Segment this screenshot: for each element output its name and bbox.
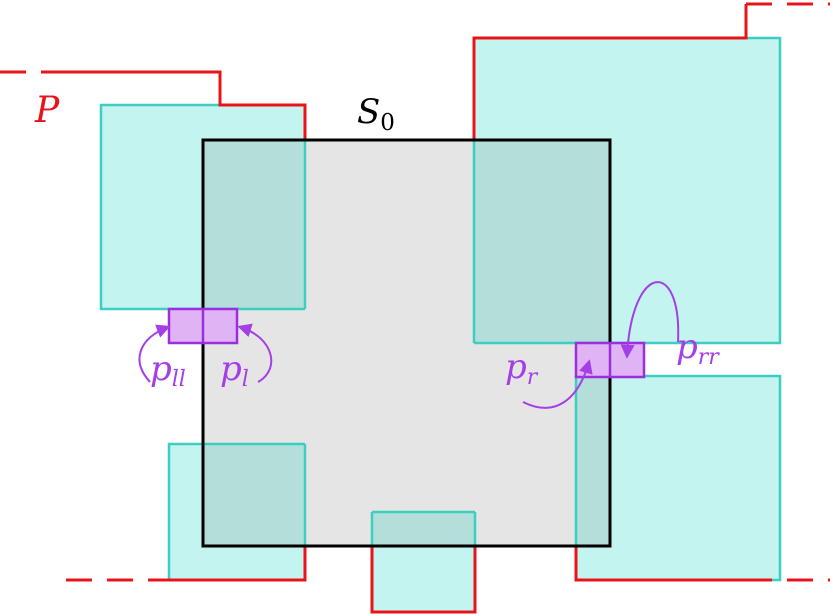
label-s0: S0 [357, 92, 395, 136]
arrow-prr [620, 281, 680, 359]
overlap-bottom-middle [372, 512, 475, 546]
overlap-bottom-right [576, 376, 610, 546]
overlap-top-right [474, 140, 610, 343]
arrow-pr [522, 359, 593, 409]
label-pr: pr [505, 347, 539, 390]
overlap-bottom-left [203, 444, 305, 546]
overlap-group [203, 140, 610, 546]
arrow-pll [138, 324, 171, 383]
label-prr: prr [676, 327, 720, 370]
overlap-top-left [203, 140, 305, 309]
boundary-bottom-solid [169, 544, 746, 614]
arrow-pl [237, 323, 273, 383]
arrow-group [138, 281, 680, 409]
label-pll: pll [150, 349, 186, 392]
label-p-boundary: P [34, 90, 60, 131]
label-pl: pl [220, 349, 249, 392]
